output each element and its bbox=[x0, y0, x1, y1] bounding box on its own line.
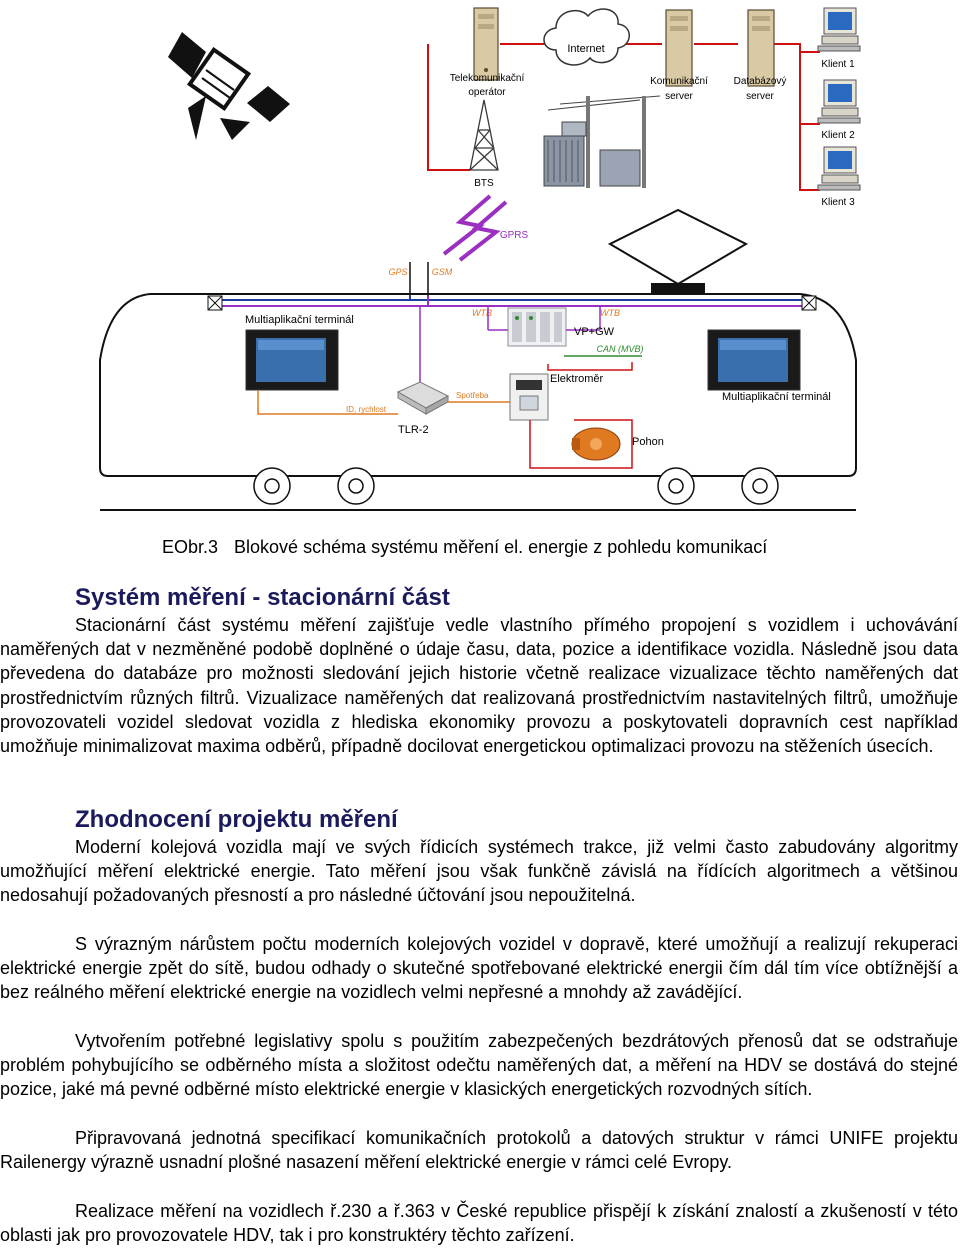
vpgw-label: VP+GW bbox=[574, 326, 615, 338]
client-1-icon bbox=[817, 7, 861, 52]
database-server-icon bbox=[747, 9, 775, 87]
paragraph-evaluation-3: Vytvořením potřebné legislativy spolu s … bbox=[0, 1029, 958, 1102]
db-server-label-2: server bbox=[746, 91, 774, 102]
db-server-label-1: Databázový bbox=[734, 76, 787, 87]
operator-server-icon bbox=[473, 7, 499, 81]
paragraph-stationary-text: Stacionární část systému měření zajišťuj… bbox=[0, 615, 958, 757]
paragraph-evaluation-1-text: Moderní kolejová vozidla mají ve svých ř… bbox=[0, 837, 958, 906]
left-terminal-icon bbox=[245, 329, 339, 391]
pantograph-icon bbox=[607, 208, 749, 293]
satellite-icon bbox=[168, 32, 290, 140]
figure-label: EObr.3 bbox=[162, 537, 219, 557]
comm-server-label-2: server bbox=[665, 91, 693, 102]
wtb-right-label: WTB bbox=[600, 308, 620, 318]
section-title-evaluation: Zhodnocení projektu měření bbox=[75, 806, 398, 833]
client-3-label: Klient 3 bbox=[821, 197, 855, 208]
terminal-left-label: Multiaplikační terminál bbox=[245, 314, 354, 326]
figure-caption: EObr.3 Blokové schéma systému měření el. … bbox=[162, 537, 767, 558]
wtb-left-label: WTB bbox=[472, 308, 492, 318]
operator-label-1: Telekomunikační bbox=[450, 73, 525, 84]
traction-motor-icon bbox=[571, 427, 621, 461]
client-2-label: Klient 2 bbox=[821, 130, 855, 141]
client-1-label: Klient 1 bbox=[821, 59, 855, 70]
gps-label: GPS bbox=[388, 267, 407, 277]
bts-tower-icon bbox=[469, 99, 499, 171]
pohon-label: Pohon bbox=[632, 436, 664, 448]
figure-caption-text: Blokové schéma systému měření el. energi… bbox=[234, 537, 768, 557]
vp-gw-device-icon bbox=[507, 307, 567, 347]
bts-label: BTS bbox=[474, 178, 494, 189]
substation-icon bbox=[543, 95, 661, 188]
train-body bbox=[99, 293, 857, 477]
section-title-stationary: Systém měření - stacionární část bbox=[75, 584, 450, 611]
comm-server-icon bbox=[665, 9, 693, 87]
can-mvb-label: CAN (MVB) bbox=[597, 344, 644, 354]
train-wheels bbox=[253, 467, 779, 505]
paragraph-evaluation-5: Realizace měření na vozidlech ř.230 a ř.… bbox=[0, 1199, 958, 1247]
internet-label: Internet bbox=[567, 43, 604, 55]
paragraph-evaluation-5-text: Realizace měření na vozidlech ř.230 a ř.… bbox=[0, 1201, 958, 1246]
spotreba-label: Spotřeba bbox=[456, 391, 489, 400]
gsm-label: GSM bbox=[432, 267, 453, 277]
tlr2-label: TLR-2 bbox=[398, 424, 429, 436]
communication-block-diagram: Telekomunikační operátor Internet Komuni… bbox=[99, 7, 861, 511]
paragraph-evaluation-3-text: Vytvořením potřebné legislativy spolu s … bbox=[0, 1031, 958, 1100]
paragraph-stationary: Stacionární část systému měření zajišťuj… bbox=[0, 613, 958, 758]
tlr2-device-icon bbox=[396, 381, 450, 415]
elektromer-label: Elektroměr bbox=[550, 373, 604, 385]
comm-server-label-1: Komunikační bbox=[650, 76, 708, 87]
paragraph-evaluation-4: Připravovaná jednotná specifikací komuni… bbox=[0, 1126, 958, 1174]
gprs-signal-icon bbox=[442, 194, 508, 262]
operator-label-2: operátor bbox=[468, 87, 506, 98]
client-3-icon bbox=[817, 146, 861, 191]
paragraph-evaluation-2: S výrazným nárůstem počtu moderních kole… bbox=[0, 932, 958, 1005]
right-terminal-icon bbox=[707, 329, 801, 391]
client-2-icon bbox=[817, 79, 861, 124]
internet-cloud-icon bbox=[543, 8, 630, 66]
electricity-meter-icon bbox=[509, 373, 549, 421]
gprs-label: GPRS bbox=[500, 230, 529, 241]
terminal-right-label: Multiaplikační terminál bbox=[722, 391, 831, 403]
id-rychlost-label: ID, rychlost bbox=[346, 405, 387, 414]
paragraph-evaluation-2-text: S výrazným nárůstem počtu moderních kole… bbox=[0, 934, 958, 1003]
paragraph-evaluation-1: Moderní kolejová vozidla mají ve svých ř… bbox=[0, 835, 958, 908]
paragraph-evaluation-4-text: Připravovaná jednotná specifikací komuni… bbox=[0, 1128, 958, 1173]
